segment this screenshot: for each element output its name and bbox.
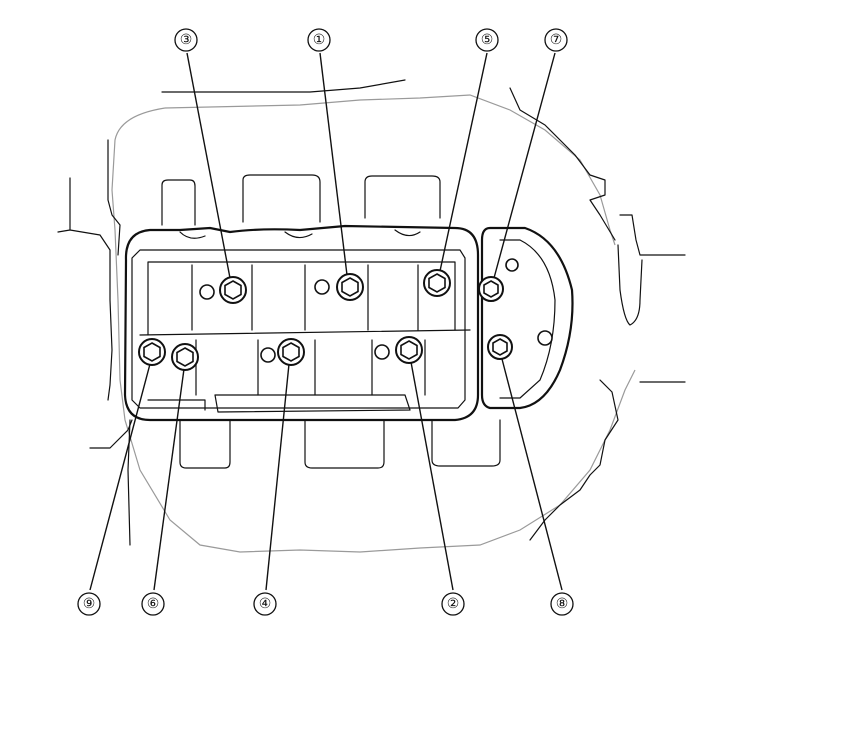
callout-6: ⑥ (141, 592, 165, 616)
bolt-9 (138, 338, 166, 366)
callout-1: ① (307, 28, 331, 52)
callout-5: ⑤ (475, 28, 499, 52)
callout-7: ⑦ (544, 28, 568, 52)
callout-8: ⑧ (550, 592, 574, 616)
engine-outline (57, 79, 686, 553)
callout-4: ④ (253, 592, 277, 616)
callout-8-label: ⑧ (556, 596, 569, 612)
callout-5-label: ⑤ (481, 32, 494, 48)
cylinder-head-body (123, 224, 480, 422)
callout-6-label: ⑥ (147, 596, 160, 612)
bolt-1 (336, 273, 364, 301)
leader-lines (89, 52, 563, 591)
callout-9-label: ⑨ (83, 596, 96, 612)
camshaft-bearing-caps (161, 174, 501, 469)
bolt-8 (487, 334, 513, 360)
callout-3-label: ③ (180, 32, 193, 48)
bolt-4 (277, 338, 305, 366)
callout-3: ③ (174, 28, 198, 52)
bolt-5 (423, 269, 451, 297)
callout-2-label: ② (447, 596, 460, 612)
callout-2: ② (441, 592, 465, 616)
callout-7-label: ⑦ (550, 32, 563, 48)
bolt-7 (478, 276, 504, 302)
bolt-6 (171, 343, 199, 371)
timing-chain-cover (480, 226, 574, 410)
bolt-3 (219, 276, 247, 304)
dowel-holes (199, 279, 390, 363)
bolt-2 (395, 336, 423, 364)
callout-9: ⑨ (77, 592, 101, 616)
callout-4-label: ④ (259, 596, 272, 612)
callout-1-label: ① (313, 32, 326, 48)
